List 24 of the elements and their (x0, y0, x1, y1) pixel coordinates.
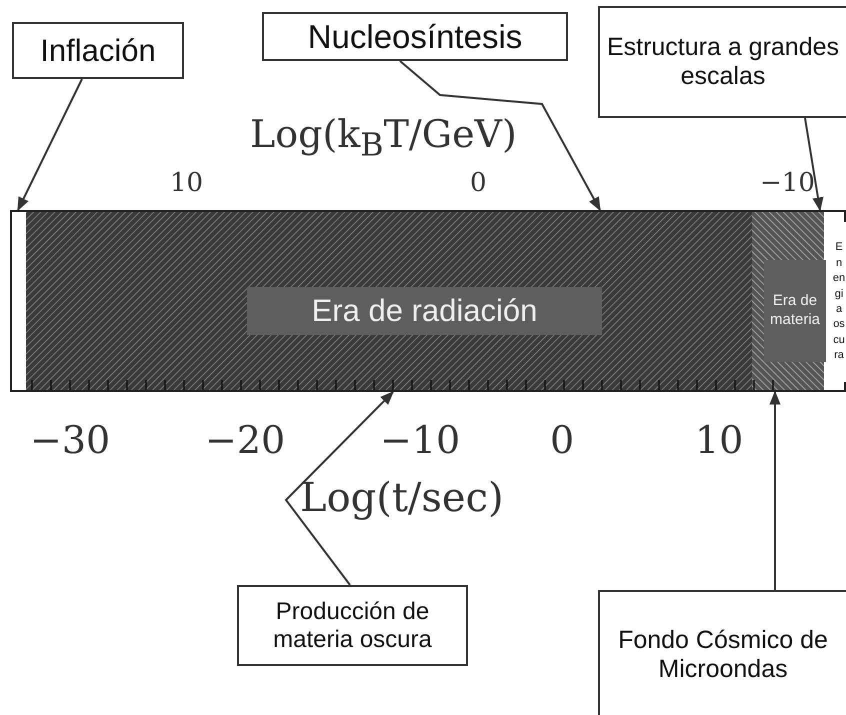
leader-arrow (17, 78, 83, 212)
era-label: Era de materia (764, 260, 826, 362)
label-box: Inflación (12, 22, 184, 79)
label-box: Producción de materia oscura (237, 585, 468, 666)
label-box: Fondo Cósmico de Microondas (598, 590, 846, 715)
timeline-bar (10, 210, 846, 392)
leader-arrow (804, 118, 824, 212)
cut-off-text: E n en gi a os cu ra (830, 222, 846, 382)
axis-title: Log(k$_{B}$T/GeV) (250, 112, 517, 164)
leader-arrow (769, 390, 781, 590)
axis-title: Log(t/sec) (300, 475, 504, 521)
tick-label: 10 (695, 418, 744, 462)
leader-arrow (284, 391, 394, 586)
tick-label: 0 (470, 168, 487, 198)
tick-label: 0 (550, 418, 574, 462)
tick-label: −10 (380, 418, 460, 462)
leader-arrow (399, 60, 601, 212)
label-box: Nucleosíntesis (262, 12, 568, 61)
tick-label: −30 (30, 418, 110, 462)
tick-label: 10 (170, 168, 204, 198)
tick-label: −10 (760, 168, 815, 198)
tick-label: −20 (205, 418, 286, 462)
era-label: Era de radiación (247, 287, 602, 335)
label-box: Estructura a grandes escalas (598, 6, 846, 118)
